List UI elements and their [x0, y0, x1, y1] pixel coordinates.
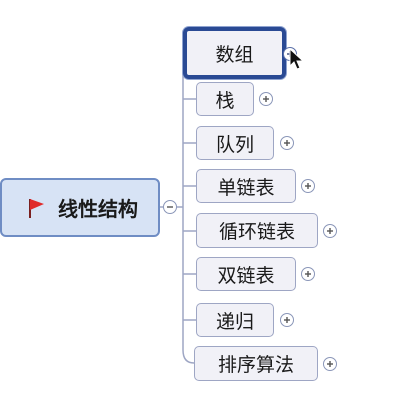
- expand-plus-icon[interactable]: [301, 267, 315, 281]
- collapse-minus-icon[interactable]: [163, 200, 177, 214]
- topic-label: 排序算法: [217, 354, 294, 376]
- topic-node-queue[interactable]: 队列: [196, 126, 274, 160]
- topic-node-circular-linked-list[interactable]: 循环链表: [196, 213, 318, 248]
- expand-plus-icon[interactable]: [259, 92, 273, 106]
- topic-label: 双链表: [217, 264, 275, 287]
- expand-plus-icon[interactable]: [280, 313, 294, 327]
- topic-node-recursion[interactable]: 递归: [196, 303, 274, 337]
- topic-label: 队列: [215, 133, 254, 156]
- expand-plus-icon[interactable]: [301, 179, 315, 193]
- topic-node-doubly-linked-list[interactable]: 双链表: [196, 257, 296, 291]
- topic-label: 单链表: [217, 176, 275, 199]
- topic-label: 数组: [215, 43, 254, 66]
- root-node[interactable]: 线性结构: [0, 178, 160, 237]
- root-node-label: 线性结构: [58, 197, 138, 221]
- topic-label: 栈: [215, 89, 235, 112]
- mouse-pointer-icon: [289, 48, 305, 70]
- topic-node-array[interactable]: 数组: [183, 27, 286, 79]
- red-flag-icon: [26, 197, 46, 219]
- expand-plus-icon[interactable]: [323, 224, 337, 238]
- topic-label: 循环链表: [218, 221, 295, 243]
- topic-label: 递归: [215, 310, 254, 333]
- topic-node-stack[interactable]: 栈: [196, 82, 254, 116]
- expand-plus-icon[interactable]: [280, 136, 294, 150]
- expand-plus-icon[interactable]: [323, 357, 337, 371]
- topic-node-sorting-algorithms[interactable]: 排序算法: [194, 346, 318, 381]
- topic-node-singly-linked-list[interactable]: 单链表: [196, 169, 296, 203]
